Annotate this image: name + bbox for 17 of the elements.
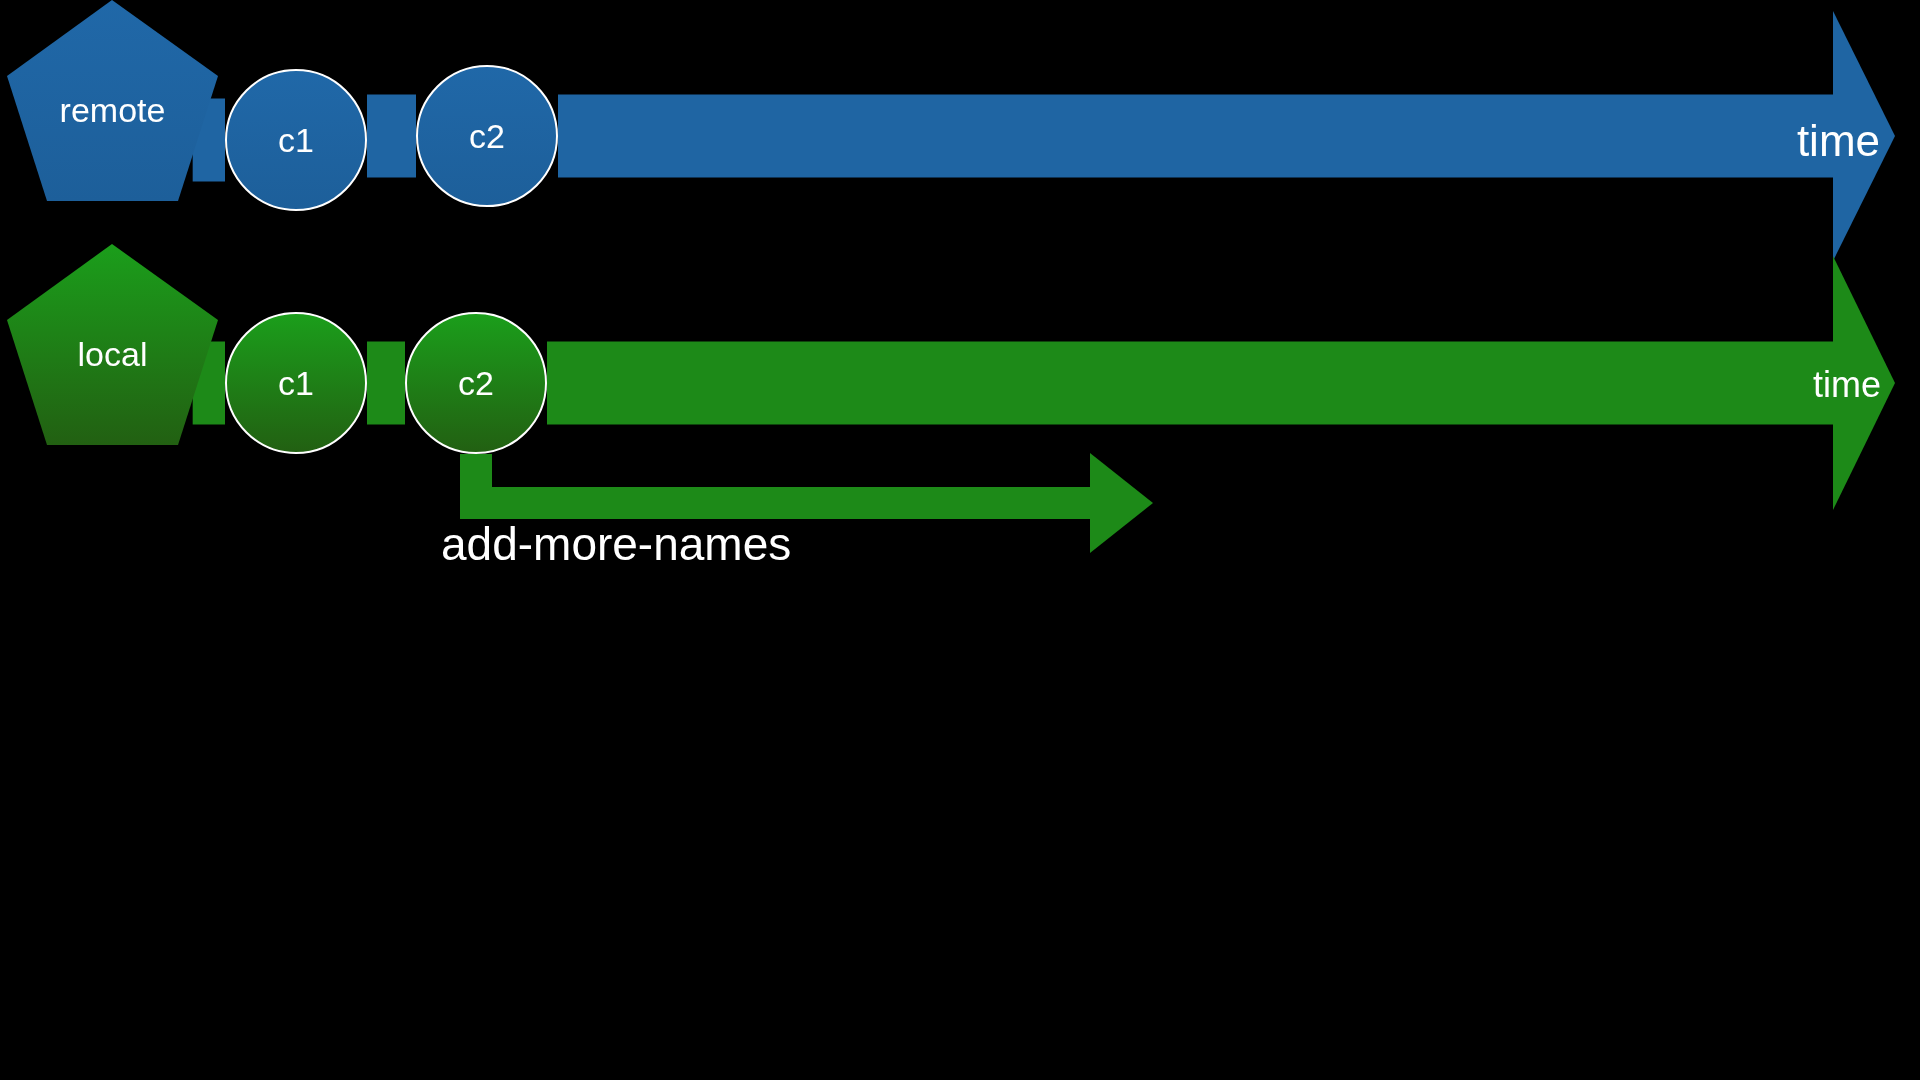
branch-pentagon [7, 244, 218, 445]
edge-label: time [1813, 364, 1881, 406]
arrow [460, 453, 1153, 553]
arrow [547, 256, 1895, 510]
node-label: c1 [278, 363, 314, 403]
arrow [558, 11, 1895, 261]
connector-band [192, 341, 225, 425]
connector-band [192, 98, 225, 182]
node-label: c2 [458, 363, 494, 403]
connector-band [367, 94, 416, 178]
branch-pentagon [7, 0, 218, 201]
node-label: local [77, 335, 148, 374]
node-label: c1 [278, 120, 314, 160]
edge-label: time [1796, 116, 1880, 166]
node-label: c2 [469, 116, 505, 156]
node-label: remote [59, 91, 166, 130]
edge-label: add-more-names [441, 517, 792, 571]
